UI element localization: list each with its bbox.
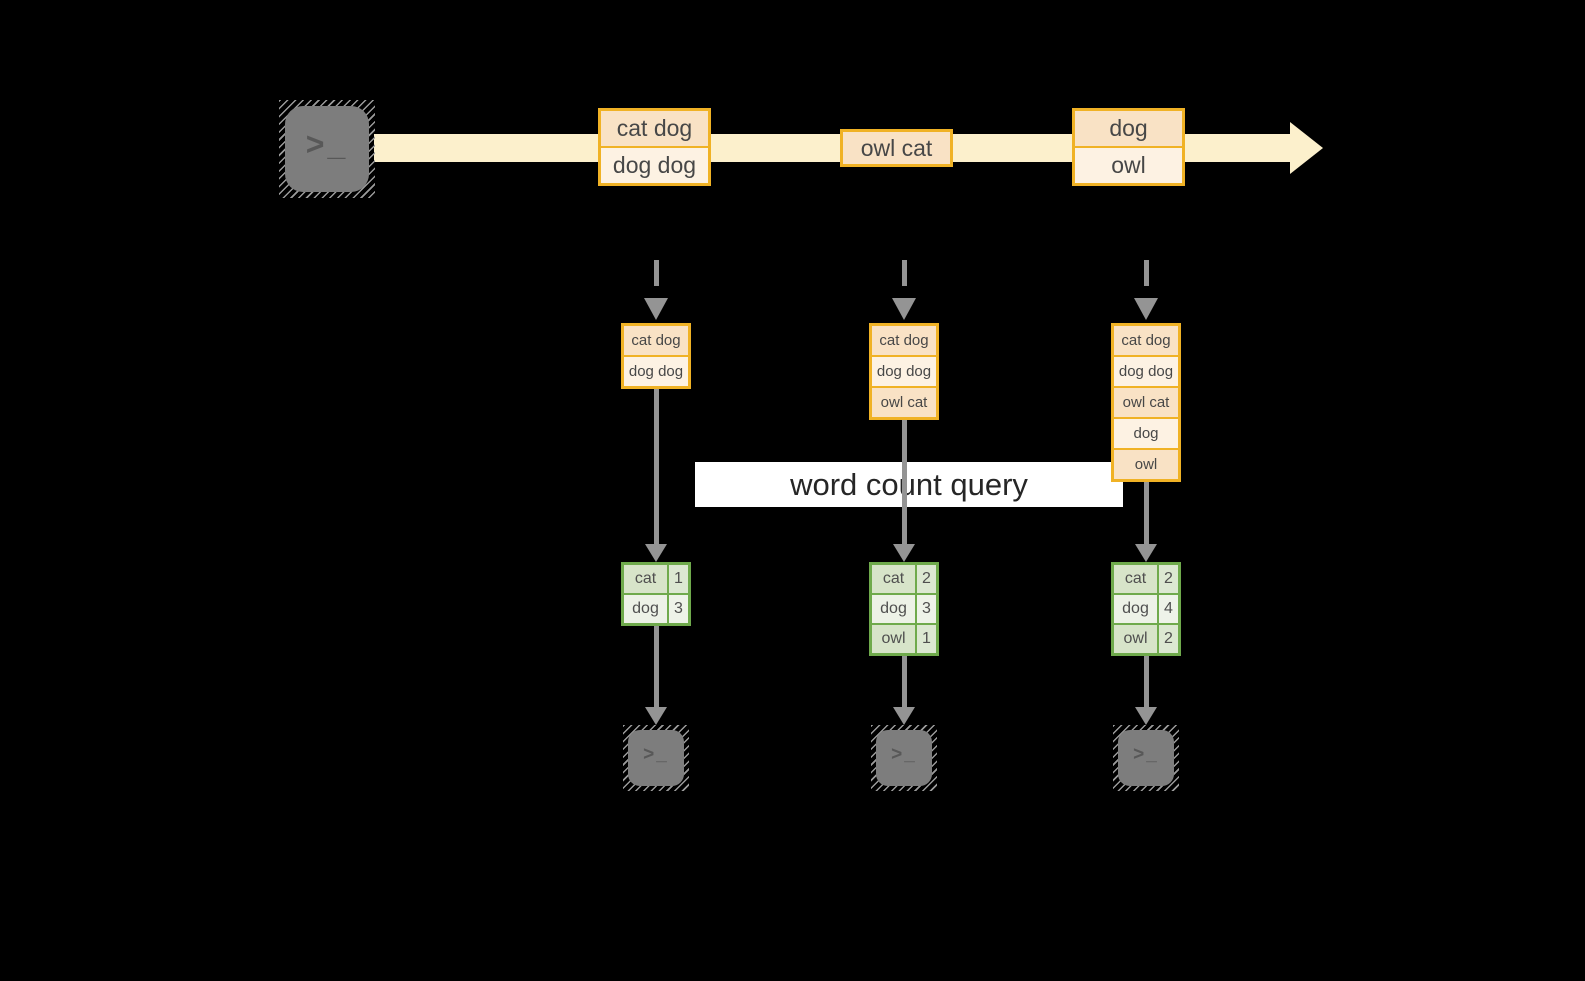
output-arrow	[902, 656, 907, 709]
stream-batch-2: owl cat	[840, 129, 953, 167]
terminal-prompt-icon: >_	[628, 730, 684, 786]
result-table-2: cat 2 dog 3 owl 1	[869, 562, 939, 656]
input-table-row: cat dog	[1114, 326, 1178, 355]
result-count-cell: 2	[1159, 565, 1178, 593]
input-table-row: dog dog	[872, 355, 936, 386]
query-banner: word count query	[695, 462, 1123, 507]
stream-record: owl cat	[843, 132, 950, 164]
ingest-arrowhead-icon	[1134, 298, 1158, 320]
ingest-arrowhead-icon	[892, 298, 916, 320]
result-count-cell: 1	[917, 625, 936, 653]
ingest-arrow	[902, 260, 907, 296]
input-table-row: owl	[1114, 448, 1178, 479]
result-count-cell: 4	[1159, 595, 1178, 623]
stream-record: dog dog	[601, 146, 708, 183]
result-count-cell: 2	[1159, 625, 1178, 653]
terminal-prompt-icon: >_	[285, 106, 369, 192]
output-arrow	[1144, 656, 1149, 709]
input-table-row: dog dog	[1114, 355, 1178, 386]
stream-record: cat dog	[601, 111, 708, 146]
input-table-row: owl cat	[872, 386, 936, 417]
stream-batch-1: cat dog dog dog	[598, 108, 711, 186]
output-arrowhead-icon	[645, 707, 667, 725]
result-word-cell: owl	[872, 625, 915, 653]
input-table-1: cat dog dog dog	[621, 323, 691, 389]
result-count-cell: 2	[917, 565, 936, 593]
result-word-cell: cat	[624, 565, 667, 593]
input-table-row: cat dog	[624, 326, 688, 355]
query-arrowhead-icon	[893, 544, 915, 562]
output-arrowhead-icon	[1135, 707, 1157, 725]
result-word-cell: dog	[1114, 595, 1157, 623]
result-count-cell: 3	[917, 595, 936, 623]
input-table-row: cat dog	[872, 326, 936, 355]
output-terminal-icon: >_	[1113, 725, 1179, 791]
stream-batch-3: dog owl	[1072, 108, 1185, 186]
stream-record: owl	[1075, 146, 1182, 183]
ingest-arrow	[654, 260, 659, 296]
result-count-cell: 3	[669, 595, 688, 623]
ingest-arrow	[1144, 260, 1149, 296]
query-arrow	[1144, 482, 1149, 546]
result-table-1: cat 1 dog 3	[621, 562, 691, 626]
output-terminal-icon: >_	[623, 725, 689, 791]
input-table-row: dog dog	[624, 355, 688, 386]
result-table-3: cat 2 dog 4 owl 2	[1111, 562, 1181, 656]
input-table-row: dog	[1114, 417, 1178, 448]
result-word-cell: owl	[1114, 625, 1157, 653]
query-arrow	[654, 389, 659, 546]
query-arrowhead-icon	[1135, 544, 1157, 562]
input-table-3: cat dog dog dog owl cat dog owl	[1111, 323, 1181, 482]
input-table-row: owl cat	[1114, 386, 1178, 417]
result-word-cell: dog	[624, 595, 667, 623]
terminal-prompt-icon: >_	[1118, 730, 1174, 786]
output-arrow	[654, 626, 659, 709]
stream-record: dog	[1075, 111, 1182, 146]
query-arrowhead-icon	[645, 544, 667, 562]
output-arrowhead-icon	[893, 707, 915, 725]
terminal-prompt-icon: >_	[876, 730, 932, 786]
input-table-2: cat dog dog dog owl cat	[869, 323, 939, 420]
source-terminal-icon: >_	[279, 100, 375, 198]
result-count-cell: 1	[669, 565, 688, 593]
result-word-cell: cat	[1114, 565, 1157, 593]
result-word-cell: dog	[872, 595, 915, 623]
query-arrow	[902, 420, 907, 546]
result-word-cell: cat	[872, 565, 915, 593]
output-terminal-icon: >_	[871, 725, 937, 791]
ingest-arrowhead-icon	[644, 298, 668, 320]
stream-arrowhead-icon	[1290, 122, 1323, 174]
